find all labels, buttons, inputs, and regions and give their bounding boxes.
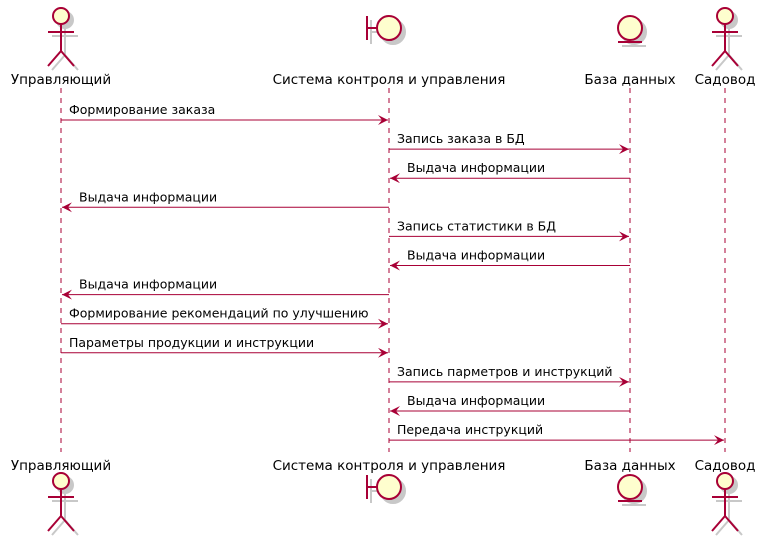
- message-label: Выдача информации: [79, 189, 217, 204]
- message: Выдача информации: [390, 393, 630, 416]
- entity-icon: [617, 474, 647, 506]
- entity-icon: [617, 15, 647, 47]
- message: Формирование заказа: [61, 102, 388, 125]
- actor-icon: [711, 7, 743, 71]
- message-label: Запись заказа в БД: [397, 131, 525, 146]
- message-label: Формирование заказа: [69, 102, 215, 117]
- message: Параметры продукции и инструкции: [61, 335, 388, 358]
- message: Выдача информации: [62, 189, 389, 213]
- participant-name-bottom: База данных: [584, 458, 675, 474]
- message-label: Запись статистики в БД: [397, 218, 556, 233]
- message-label: Передача инструкций: [397, 422, 543, 437]
- message: Передача инструкций: [389, 422, 724, 446]
- message-label: Формирование рекомендаций по улучшению: [69, 306, 369, 321]
- actor-icon: [47, 7, 79, 71]
- entity-figure: [617, 474, 643, 502]
- actor-figure: [711, 472, 739, 532]
- message: Выдача информации: [390, 248, 630, 271]
- message-label: Параметры продукции и инструкции: [69, 335, 314, 350]
- entity-figure: [617, 15, 643, 43]
- boundary-figure: [366, 474, 402, 500]
- actor-figure: [711, 7, 739, 67]
- participant-name-bottom: Управляющий: [11, 458, 111, 474]
- message-label: Запись парметров и инструкций: [397, 364, 612, 379]
- message: Запись статистики в БД: [389, 218, 629, 242]
- actor-figure: [47, 7, 75, 67]
- message: Выдача информации: [62, 277, 389, 300]
- message: Запись заказа в БД: [389, 131, 629, 155]
- participant-name-top: Управляющий: [11, 72, 111, 88]
- lifelines: [60, 88, 726, 452]
- participant-name-bottom: Система контроля и управления: [273, 458, 506, 474]
- message-label: Выдача информации: [407, 160, 545, 175]
- message-label: Выдача информации: [407, 393, 545, 408]
- participant-name-top: Садовод: [695, 72, 756, 88]
- participant-name-top: База данных: [584, 72, 675, 88]
- actor-icon: [47, 472, 79, 536]
- boundary-icon: [366, 474, 406, 504]
- boundary-figure: [366, 15, 402, 41]
- message: Выдача информации: [390, 160, 630, 184]
- boundary-icon: [366, 15, 406, 45]
- message: Формирование рекомендаций по улучшению: [61, 306, 388, 329]
- participant-name-top: Система контроля и управления: [273, 72, 506, 88]
- participant-name-bottom: Садовод: [695, 458, 756, 474]
- message-label: Выдача информации: [407, 248, 545, 263]
- message-label: Выдача информации: [79, 277, 217, 292]
- message: Запись парметров и инструкций: [389, 364, 629, 387]
- actor-figure: [47, 472, 75, 532]
- actor-icon: [711, 472, 743, 536]
